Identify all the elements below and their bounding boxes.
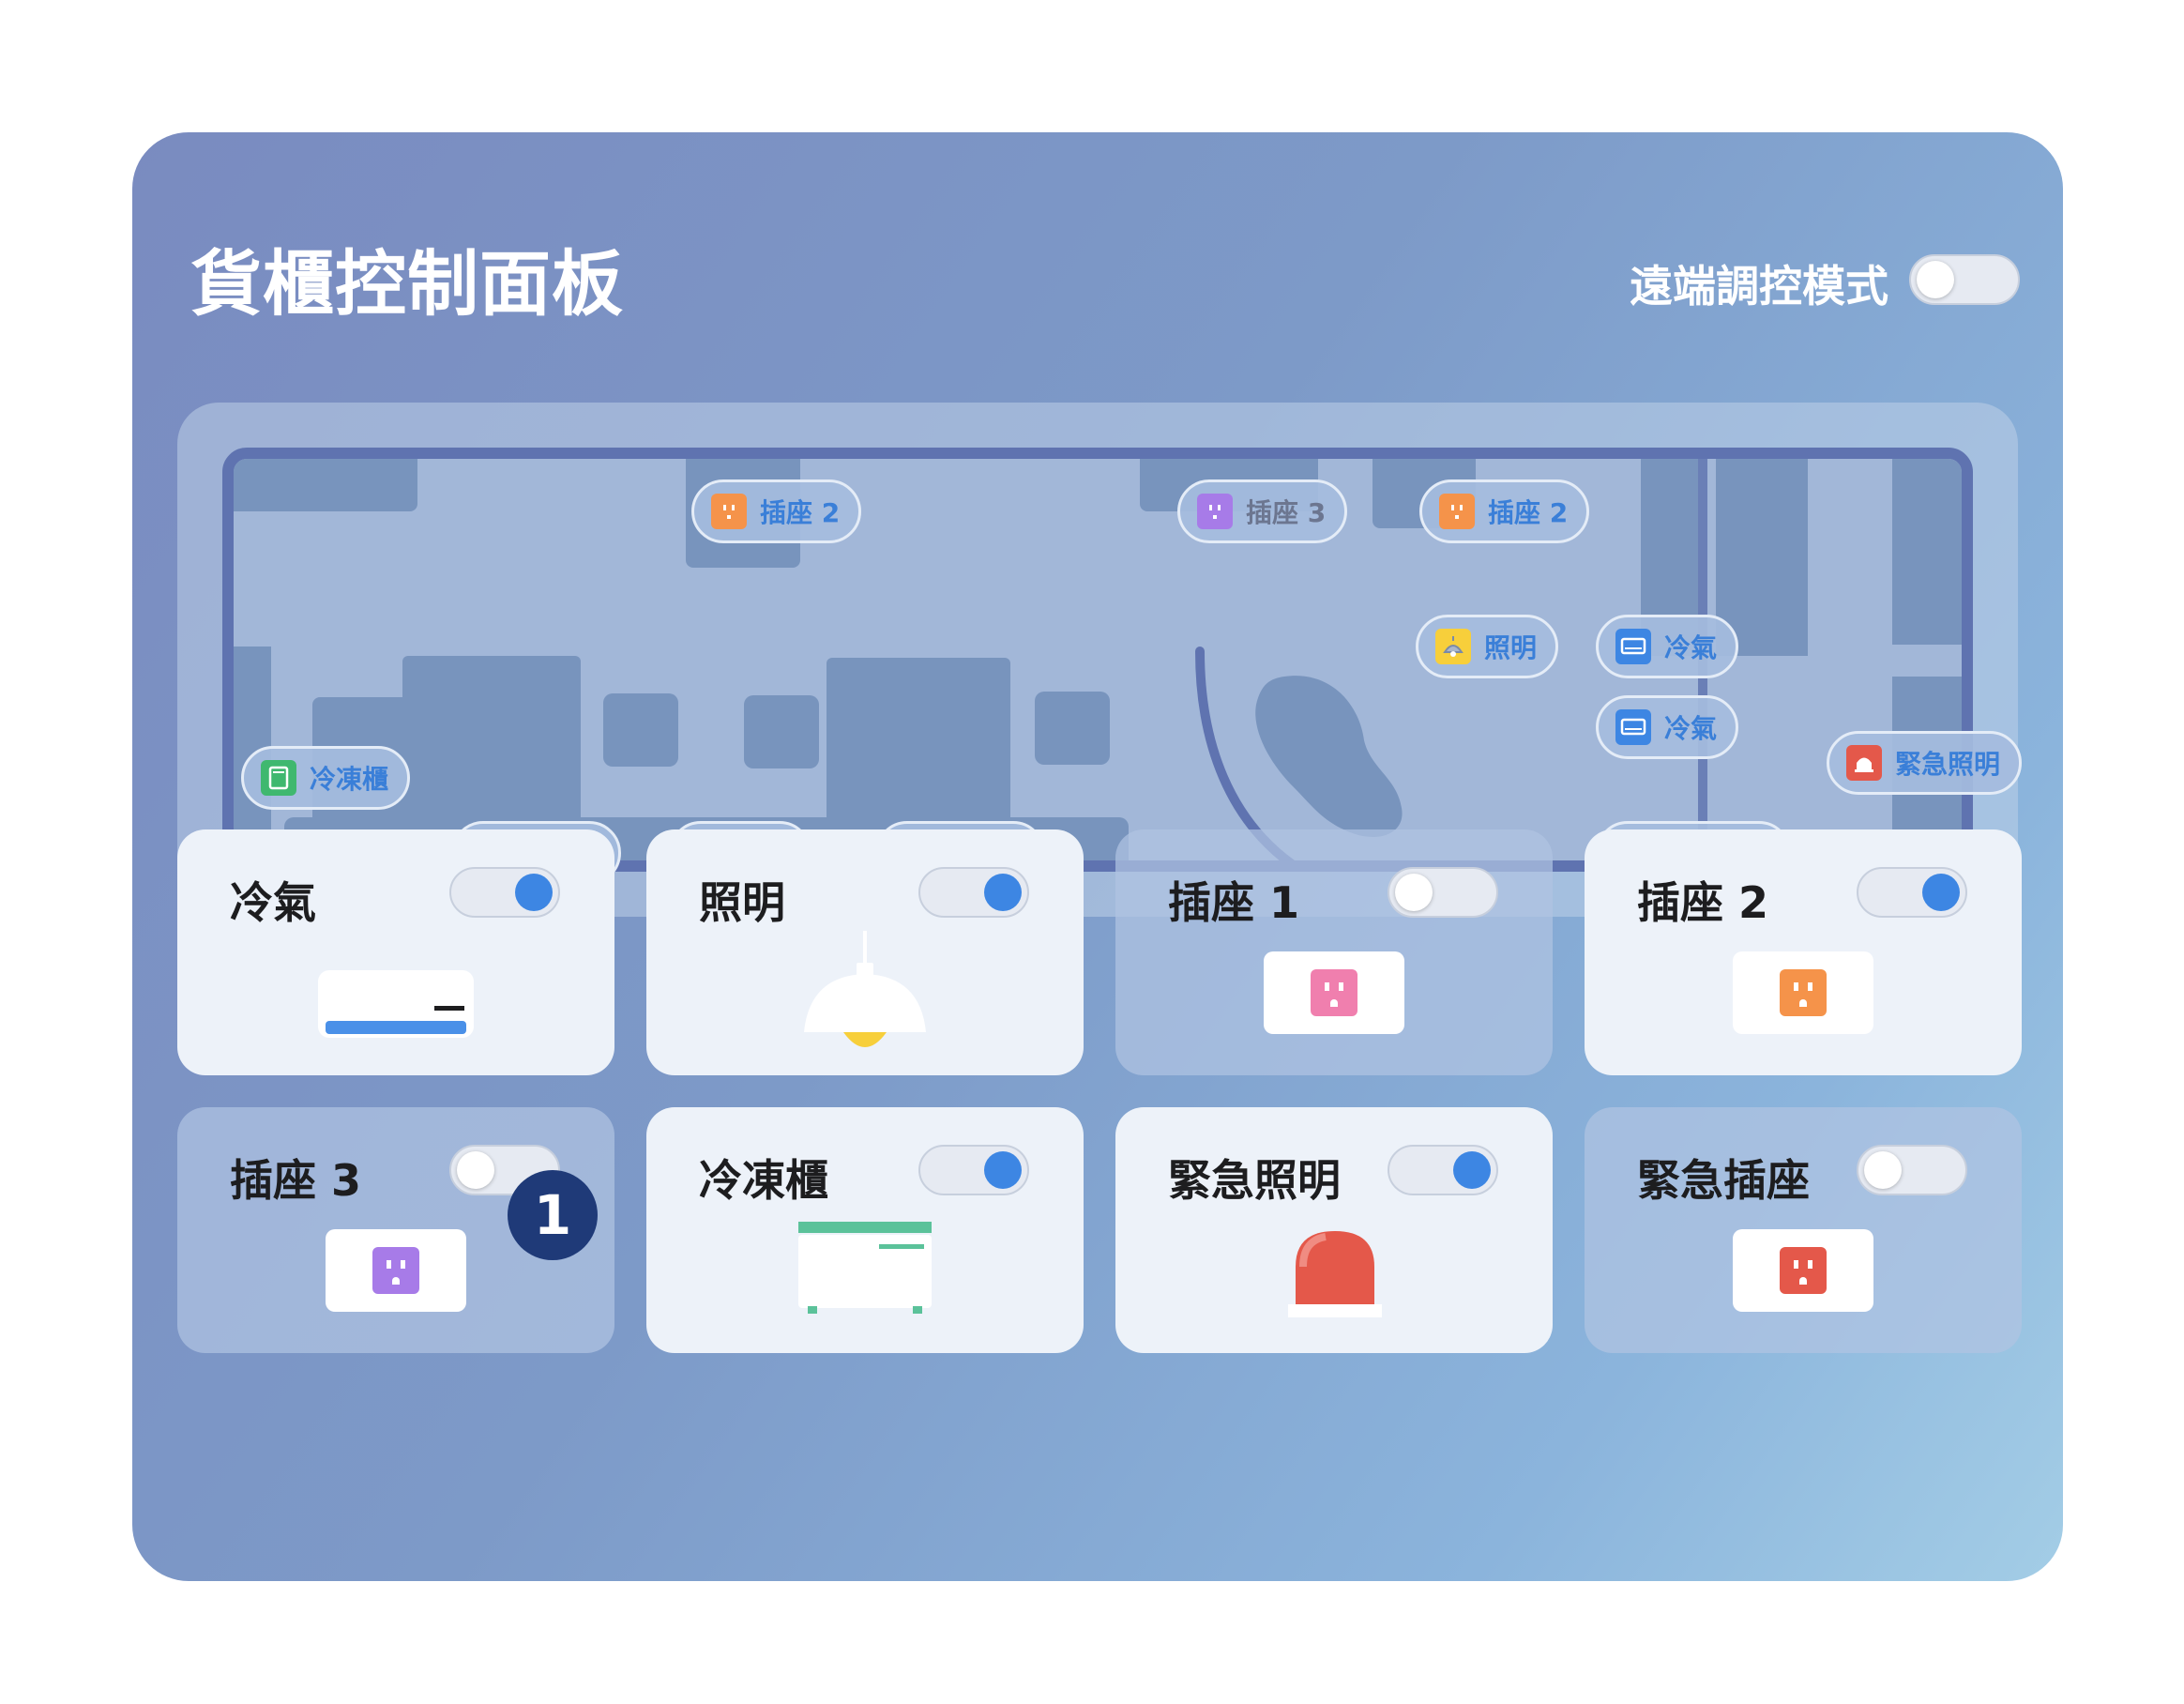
page-title: 貨櫃控制面板 xyxy=(190,242,624,326)
map-chip-label: 插座 3 xyxy=(1246,497,1327,528)
map-chip-label: 緊急照明 xyxy=(1895,749,2001,780)
socket-icon xyxy=(1780,969,1827,1016)
device-name: 照明 xyxy=(699,877,785,928)
device-power-toggle[interactable] xyxy=(918,867,1029,918)
socket-icon xyxy=(1311,969,1357,1016)
device-power-toggle[interactable] xyxy=(1857,1145,1967,1195)
floor-block xyxy=(827,658,1010,827)
toggle-knob xyxy=(1917,261,1954,298)
step-badge: 1 xyxy=(508,1170,598,1260)
socket-plate xyxy=(1264,951,1404,1034)
toggle-knob xyxy=(457,1151,494,1189)
ac-icon xyxy=(1615,629,1651,664)
map-chip-label: 冷氣 xyxy=(1664,713,1718,744)
remote-mode-toggle[interactable] xyxy=(1909,254,2020,305)
siren-icon xyxy=(1846,745,1882,781)
device-power-toggle[interactable] xyxy=(1388,867,1498,918)
map-chip[interactable]: 冷凍櫃 xyxy=(241,746,411,810)
device-name: 插座 3 xyxy=(230,1155,362,1206)
ac-icon xyxy=(1615,709,1651,745)
socket-icon xyxy=(711,494,747,529)
floor-block xyxy=(1716,459,1808,656)
control-panel: 貨櫃控制面板 遠端調控模式 xyxy=(132,132,2063,1581)
toggle-knob xyxy=(1922,874,1960,911)
device-card: 插座 2 xyxy=(1585,829,2022,1075)
socket-icon xyxy=(1439,494,1475,529)
device-name: 冷氣 xyxy=(230,877,316,928)
map-chip[interactable]: 冷氣 xyxy=(1596,615,1739,678)
remote-mode-label: 遠端調控模式 xyxy=(1630,261,1888,312)
map-chip[interactable]: 冷氣 xyxy=(1596,695,1739,759)
map-chip[interactable]: 插座 2 xyxy=(1419,479,1590,543)
device-name: 插座 1 xyxy=(1168,877,1300,928)
device-card: 冷凍櫃 xyxy=(646,1107,1084,1353)
map-chip[interactable]: 緊急照明 xyxy=(1827,731,2023,795)
device-card: 緊急照明 xyxy=(1115,1107,1553,1353)
floor-block xyxy=(1892,459,1962,645)
map-chip[interactable]: 插座 3 xyxy=(1177,479,1348,543)
toggle-knob xyxy=(1453,1151,1491,1189)
device-power-toggle[interactable] xyxy=(918,1145,1029,1195)
device-name: 插座 2 xyxy=(1637,877,1769,928)
toggle-knob xyxy=(1395,874,1433,911)
device-card: 緊急插座 xyxy=(1585,1107,2022,1353)
socket-plate xyxy=(1733,951,1873,1034)
map-chip-label: 插座 2 xyxy=(760,497,841,528)
device-card: 冷氣 xyxy=(177,829,614,1075)
toggle-knob xyxy=(984,874,1022,911)
lamp-icon xyxy=(1435,629,1471,664)
device-card: 照明 xyxy=(646,829,1084,1075)
freezer-icon xyxy=(798,1222,932,1319)
socket-plate xyxy=(1733,1229,1873,1312)
map-chip-label: 冷凍櫃 xyxy=(310,764,389,795)
floor-block xyxy=(603,693,678,767)
floor-block xyxy=(744,695,819,768)
device-power-toggle[interactable] xyxy=(1857,867,1967,918)
map-chip-label: 照明 xyxy=(1484,632,1538,663)
floor-block xyxy=(1035,692,1110,765)
map-chip[interactable]: 插座 2 xyxy=(691,479,862,543)
floor-block xyxy=(234,459,417,511)
device-power-toggle[interactable] xyxy=(1388,1145,1498,1195)
freezer-icon xyxy=(261,760,296,796)
toggle-knob xyxy=(1864,1151,1902,1189)
map-chip-label: 插座 2 xyxy=(1488,497,1569,528)
device-name: 冷凍櫃 xyxy=(699,1155,828,1206)
air-conditioner-icon xyxy=(318,970,474,1043)
map-chip-label: 冷氣 xyxy=(1664,632,1718,663)
socket-icon xyxy=(1780,1247,1827,1294)
socket-icon xyxy=(372,1247,419,1294)
socket-plate xyxy=(326,1229,466,1312)
device-power-toggle[interactable] xyxy=(449,867,560,918)
device-name: 緊急插座 xyxy=(1637,1155,1810,1206)
device-name: 緊急照明 xyxy=(1168,1155,1341,1206)
socket-icon xyxy=(1197,494,1233,529)
device-card: 插座 1 xyxy=(1115,829,1553,1075)
pendant-lamp-icon xyxy=(802,931,928,1057)
map-chip[interactable]: 照明 xyxy=(1416,615,1559,678)
toggle-knob xyxy=(515,874,553,911)
toggle-knob xyxy=(984,1151,1022,1189)
siren-icon xyxy=(1288,1229,1382,1323)
